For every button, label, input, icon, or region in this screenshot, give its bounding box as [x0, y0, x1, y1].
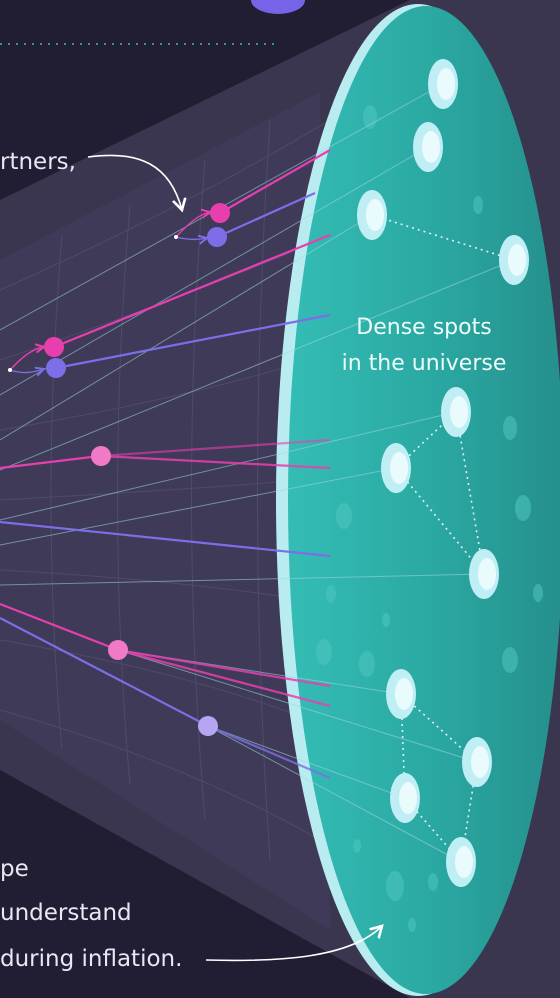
particle-lavender	[198, 716, 218, 736]
dense-spot	[390, 773, 420, 823]
dense-spot	[386, 669, 416, 719]
particles	[44, 203, 230, 736]
planet-icon	[251, 0, 305, 14]
particle-violet	[207, 227, 227, 247]
callout-arrow-inflation	[205, 926, 382, 962]
particle-paths	[0, 149, 331, 780]
dense-spot	[462, 737, 492, 787]
faint-spots	[316, 105, 543, 932]
dense-spot	[499, 235, 529, 285]
label-dense-spots-line1: Dense spots	[356, 315, 491, 340]
label-bottom-line1: pe	[0, 856, 29, 882]
particle-pink	[91, 446, 111, 466]
callout-arrow-partners	[87, 154, 182, 210]
dense-spot	[357, 190, 387, 240]
dense-spot	[446, 837, 476, 887]
particle-pink	[108, 640, 128, 660]
label-bottom-line3: during inflation.	[0, 946, 182, 972]
dense-spots	[357, 59, 529, 887]
label-dense-spots-line2: in the universe	[342, 351, 507, 376]
particle-violet	[46, 358, 66, 378]
dense-spot	[441, 387, 471, 437]
dense-spot	[428, 59, 458, 109]
particle-magenta	[210, 203, 230, 223]
universe-disc	[288, 6, 560, 994]
label-partners: rtners,	[0, 149, 76, 175]
cone-shading	[0, 92, 330, 930]
pair-arrows	[8, 212, 210, 373]
particle-magenta	[44, 337, 64, 357]
dense-spot	[413, 122, 443, 172]
dense-spot	[469, 549, 499, 599]
dense-spot	[381, 443, 411, 493]
label-bottom-line2: understand	[0, 900, 132, 926]
